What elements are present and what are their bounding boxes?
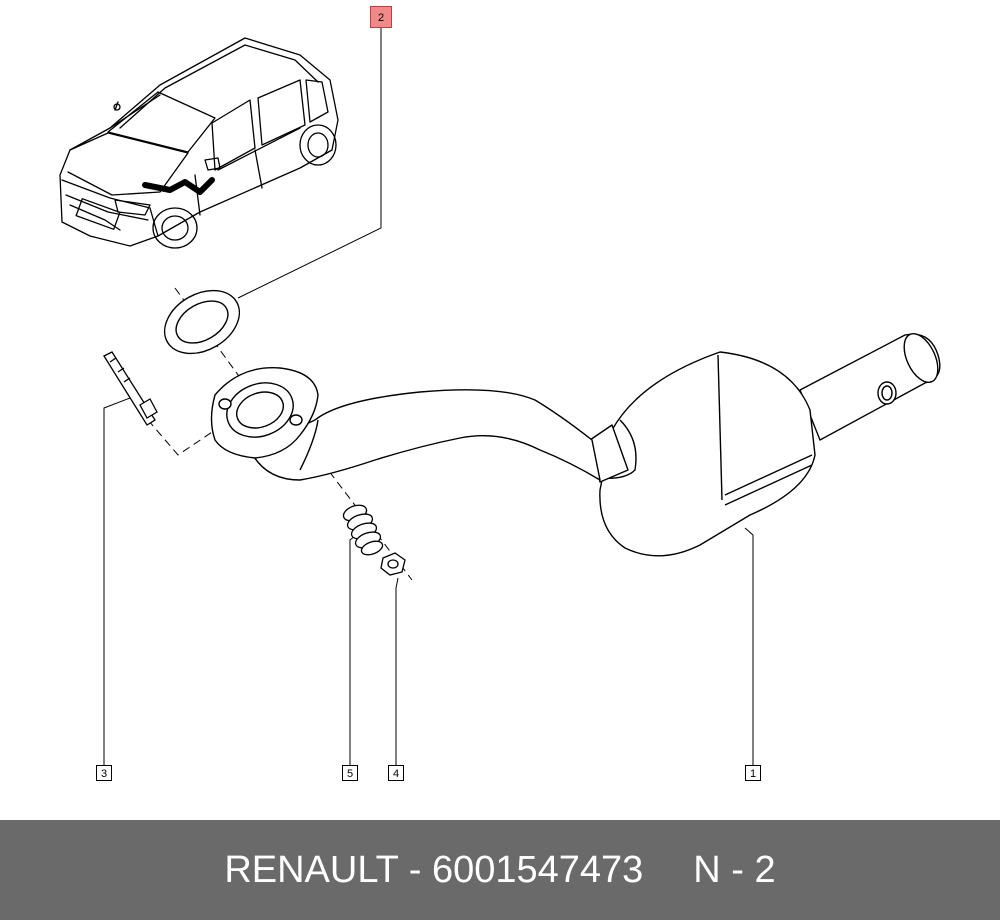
- nut: [380, 552, 406, 576]
- catalytic-converter: [249, 333, 941, 557]
- stud: [103, 351, 158, 426]
- callout-4: 4: [388, 765, 404, 781]
- callout-2: 2: [370, 6, 392, 28]
- callout-3: 3: [96, 765, 112, 781]
- spring: [342, 504, 384, 556]
- flange: [210, 367, 319, 459]
- callout-1: 1: [745, 765, 761, 781]
- car-illustration: [59, 37, 339, 249]
- gasket: [163, 289, 241, 355]
- part-number-label: RENAULT - 6001547473: [224, 849, 644, 891]
- footer-bar: RENAULT - 6001547473 N - 2: [0, 820, 1000, 920]
- car-exhaust-highlight: [142, 177, 215, 195]
- parts-diagram: [59, 28, 941, 765]
- callout-5: 5: [342, 765, 358, 781]
- reference-label: N - 2: [693, 849, 776, 891]
